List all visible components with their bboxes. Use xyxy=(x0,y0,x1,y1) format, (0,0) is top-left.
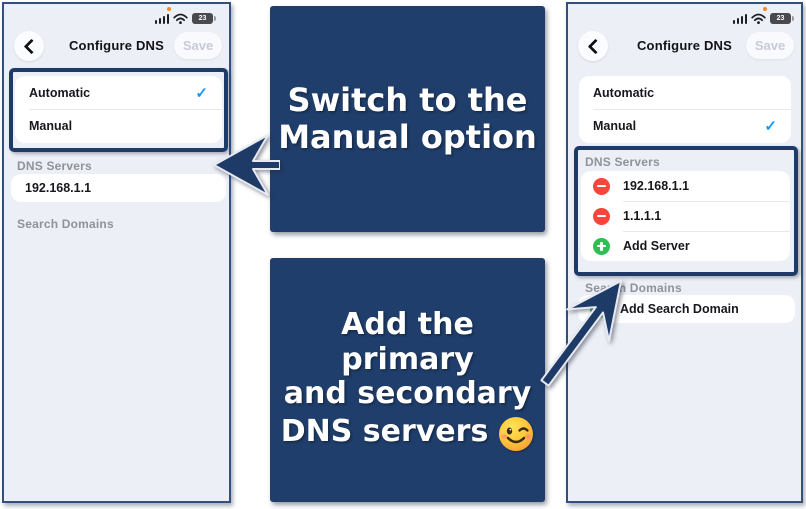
option-label: Automatic xyxy=(593,85,655,100)
option-label: Manual xyxy=(593,118,637,133)
dns-server-value: 192.168.1.1 xyxy=(25,181,92,195)
battery-icon: 23 xyxy=(192,13,216,24)
callout-text-line: and secondary xyxy=(283,376,532,412)
callout-switch-to-manual: Switch to the Manual option xyxy=(270,6,545,232)
mic-indicator-dot xyxy=(763,7,767,11)
checkmark-icon: ✓ xyxy=(195,84,208,102)
battery-icon: 23 xyxy=(770,13,794,24)
dns-servers-section-label: DNS Servers xyxy=(17,159,92,173)
page-title: Configure DNS xyxy=(636,38,733,53)
wifi-icon xyxy=(173,13,188,24)
option-automatic[interactable]: Automatic xyxy=(579,76,791,109)
save-button[interactable]: Save xyxy=(174,32,222,59)
callout-add-dns-servers: Add the primary and secondary DNS server… xyxy=(270,258,545,502)
save-button[interactable]: Save xyxy=(746,32,794,59)
dns-server-value: 192.168.1.1 xyxy=(623,179,690,193)
nav-header: Configure DNS Save xyxy=(4,30,229,62)
callout-text-line: Switch to the xyxy=(287,81,528,120)
dns-mode-card: Automatic ✓ Manual xyxy=(15,76,222,143)
page-title: Configure DNS xyxy=(68,38,165,53)
wifi-icon xyxy=(751,13,766,24)
dns-mode-card: Automatic Manual ✓ xyxy=(579,76,791,143)
search-domains-section-label: Search Domains xyxy=(585,281,682,295)
option-manual[interactable]: Manual ✓ xyxy=(579,109,791,142)
remove-icon[interactable] xyxy=(593,207,610,225)
signal-strength-icon xyxy=(154,13,169,24)
dns-server-value: 1.1.1.1 xyxy=(623,209,662,223)
dns-servers-section-label: DNS Servers xyxy=(585,155,660,169)
option-label: Automatic xyxy=(29,85,91,100)
add-icon[interactable] xyxy=(590,300,607,318)
battery-percent: 23 xyxy=(776,15,785,22)
option-label: Manual xyxy=(29,118,73,133)
callout-text-line: Add the primary xyxy=(341,307,474,377)
mic-indicator-dot xyxy=(167,7,171,11)
battery-percent: 23 xyxy=(198,15,207,22)
checkmark-icon: ✓ xyxy=(764,117,777,135)
status-bar: 23 xyxy=(154,13,216,24)
callout-text-line: Manual option xyxy=(278,118,537,156)
callout-text-line: DNS servers xyxy=(280,413,489,449)
nav-header: Configure DNS Save xyxy=(568,30,801,62)
dns-servers-card: 192.168.1.1 1.1.1.1 Add Server xyxy=(581,171,790,261)
winking-face-emoji xyxy=(499,416,534,451)
dns-server-row[interactable]: 192.168.1.1 xyxy=(11,174,226,202)
add-server-label: Add Server xyxy=(623,239,690,253)
add-search-domain-card: Add Search Domain xyxy=(578,295,795,323)
back-button[interactable] xyxy=(578,31,608,61)
add-search-domain-label: Add Search Domain xyxy=(620,302,739,316)
add-search-domain-row[interactable]: Add Search Domain xyxy=(578,295,795,323)
dns-server-row[interactable]: 1.1.1.1 xyxy=(581,201,790,231)
add-icon[interactable] xyxy=(593,237,610,255)
phone-screenshot-right: 23 Configure DNS Save Automatic Manual ✓… xyxy=(566,2,803,503)
option-automatic[interactable]: Automatic ✓ xyxy=(15,76,222,109)
dns-server-card: 192.168.1.1 xyxy=(11,174,226,202)
signal-strength-icon xyxy=(732,13,747,24)
status-bar: 23 xyxy=(732,13,794,24)
remove-icon[interactable] xyxy=(593,177,610,195)
search-domains-section-label: Search Domains xyxy=(17,217,114,231)
back-button[interactable] xyxy=(14,31,44,61)
dns-server-row[interactable]: 192.168.1.1 xyxy=(581,171,790,201)
phone-screenshot-left: 23 Configure DNS Save Automatic ✓ Manual… xyxy=(2,2,231,503)
option-manual[interactable]: Manual xyxy=(15,109,222,142)
add-server-row[interactable]: Add Server xyxy=(581,231,790,261)
